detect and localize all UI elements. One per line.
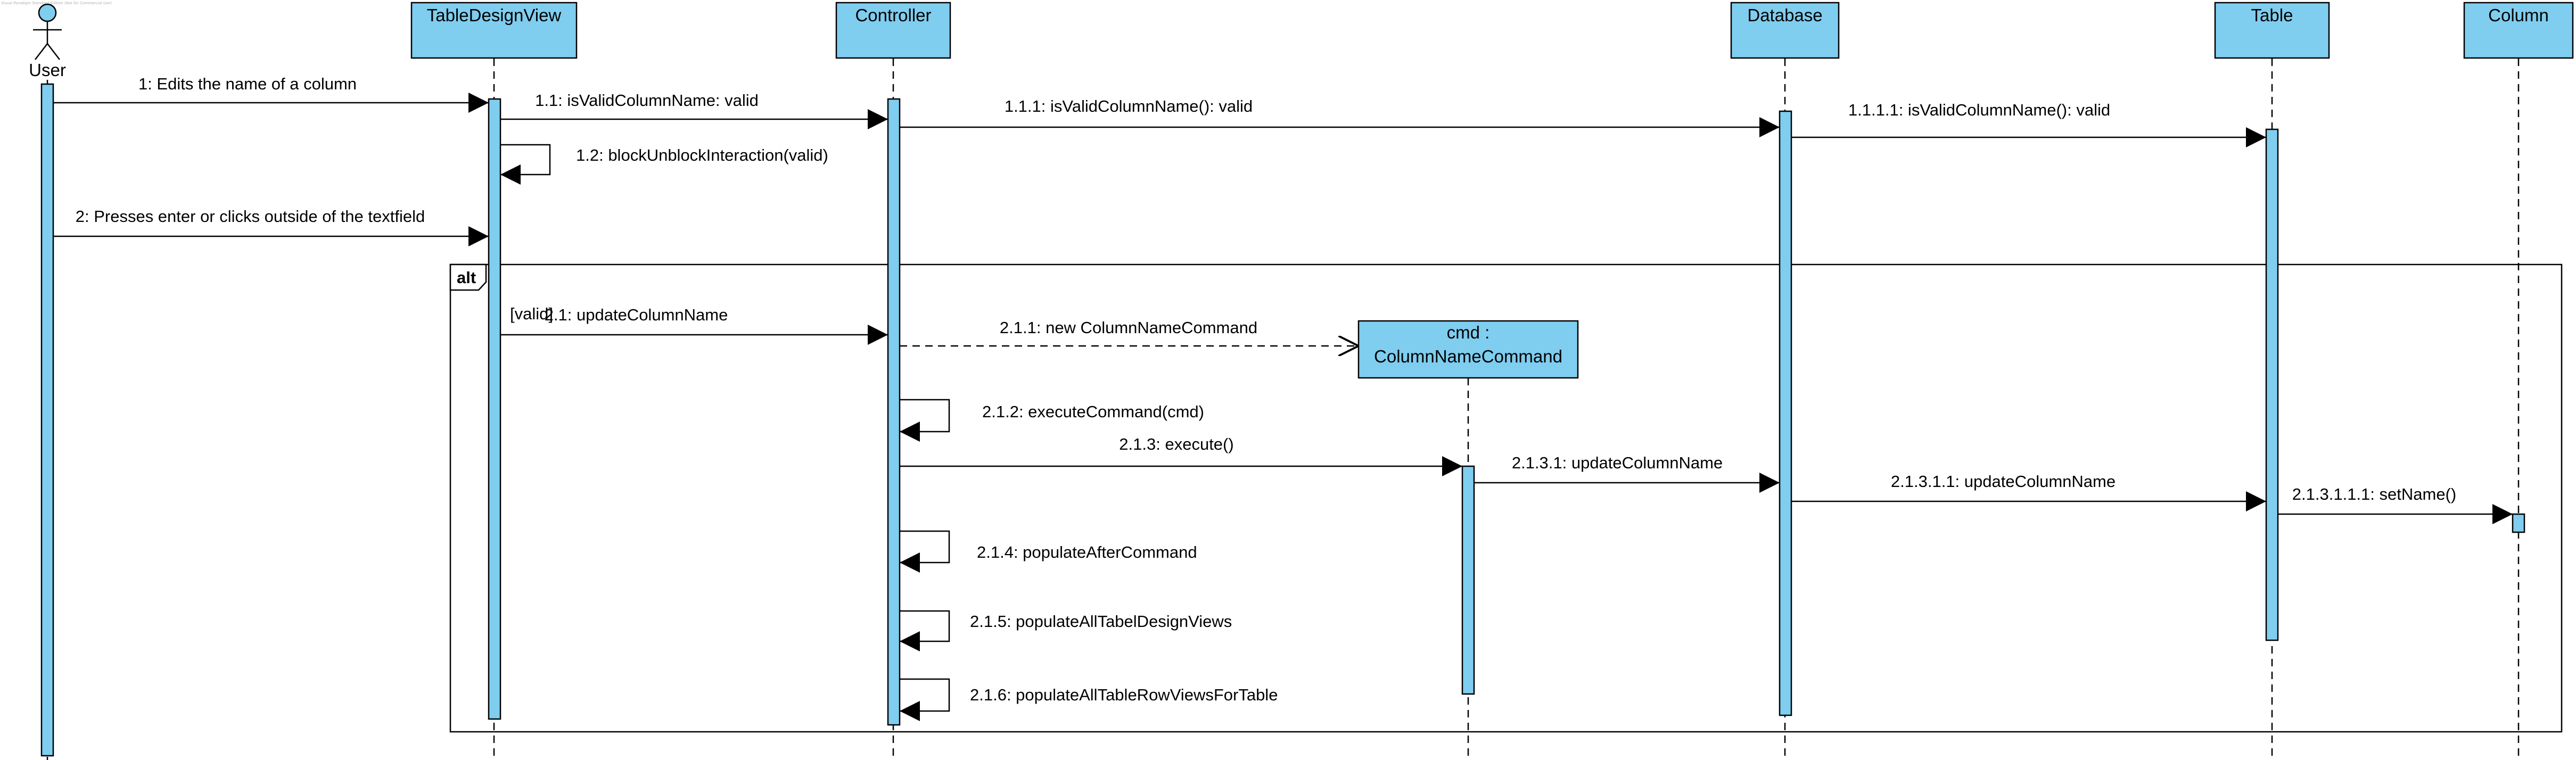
actor-head-icon xyxy=(38,3,57,22)
cmd-object-box: cmd : ColumnNameCommand xyxy=(1357,320,1579,379)
header-label-database: Database xyxy=(1747,5,1822,25)
activation-user xyxy=(40,83,54,757)
header-controller: Controller xyxy=(835,2,951,59)
header-tabledesignview: TableDesignView xyxy=(410,2,578,59)
alt-operator: alt xyxy=(457,268,476,287)
msg-2-1-6-arrow xyxy=(900,678,950,721)
msg-2-1-3-1-1-label: 2.1.3.1.1: updateColumnName xyxy=(1891,472,2116,491)
msg-1-label: 1: Edits the name of a column xyxy=(138,75,357,93)
cmd-object-label-line1: cmd : xyxy=(1447,323,1490,342)
msg-1-2-label: 1.2: blockUnblockInteraction(valid) xyxy=(576,146,828,164)
header-database: Database xyxy=(1730,2,1840,59)
activation-database xyxy=(1779,110,1792,716)
activation-tabledesignview xyxy=(488,98,501,720)
header-table: Table xyxy=(2214,2,2330,59)
alt-fragment: alt [valid] xyxy=(449,263,2563,733)
header-label-tabledesignview: TableDesignView xyxy=(427,5,562,25)
activation-column xyxy=(2512,513,2525,533)
msg-2-label: 2: Presses enter or clicks outside of th… xyxy=(76,207,425,226)
msg-2-1-label: 2.1: updateColumnName xyxy=(545,305,728,324)
activation-cmd xyxy=(1461,465,1475,695)
msg-1-1-1-label: 1.1.1: isValidColumnName(): valid xyxy=(1005,97,1253,115)
header-label-column: Column xyxy=(2488,5,2549,25)
msg-1-1-1-1-label: 1.1.1.1: isValidColumnName(): valid xyxy=(1848,101,2110,119)
msg-1-2-arrow xyxy=(500,144,551,185)
msg-2-1-3-label: 2.1.3: execute() xyxy=(1119,435,1233,453)
msg-2-1-4-arrow xyxy=(900,530,950,573)
msg-2-1-1-label: 2.1.1: new ColumnNameCommand xyxy=(1000,318,1257,337)
msg-2-1-4-label: 2.1.4: populateAfterCommand xyxy=(977,543,1197,561)
msg-2-1-6-label: 2.1.6: populateAllTableRowViewsForTable xyxy=(970,685,1278,704)
header-label-controller: Controller xyxy=(855,5,931,25)
cmd-object-label-line2: ColumnNameCommand xyxy=(1374,346,1562,366)
msg-2-1-2-arrow xyxy=(900,399,950,442)
header-column: Column xyxy=(2463,2,2574,59)
msg-2-1-5-arrow xyxy=(900,610,950,651)
msg-2-1-2-label: 2.1.2: executeCommand(cmd) xyxy=(982,402,1204,421)
actor-name: User xyxy=(29,60,66,80)
watermark-text: Visual Paradigm Standard Edition (Not fo… xyxy=(1,1,112,5)
alt-guard: [valid] xyxy=(510,304,553,323)
msg-1-1-label: 1.1: isValidColumnName: valid xyxy=(535,91,759,110)
activation-controller xyxy=(887,98,901,726)
msg-2-1-3-1-label: 2.1.3.1: updateColumnName xyxy=(1512,453,1723,472)
msg-2-1-3-1-1-1-label: 2.1.3.1.1.1: setName() xyxy=(2292,485,2456,503)
user-actor: User xyxy=(29,3,66,80)
activation-table xyxy=(2265,128,2279,641)
msg-2-1-5-label: 2.1.5: populateAllTabelDesignViews xyxy=(970,612,1232,631)
header-label-table: Table xyxy=(2251,5,2293,25)
